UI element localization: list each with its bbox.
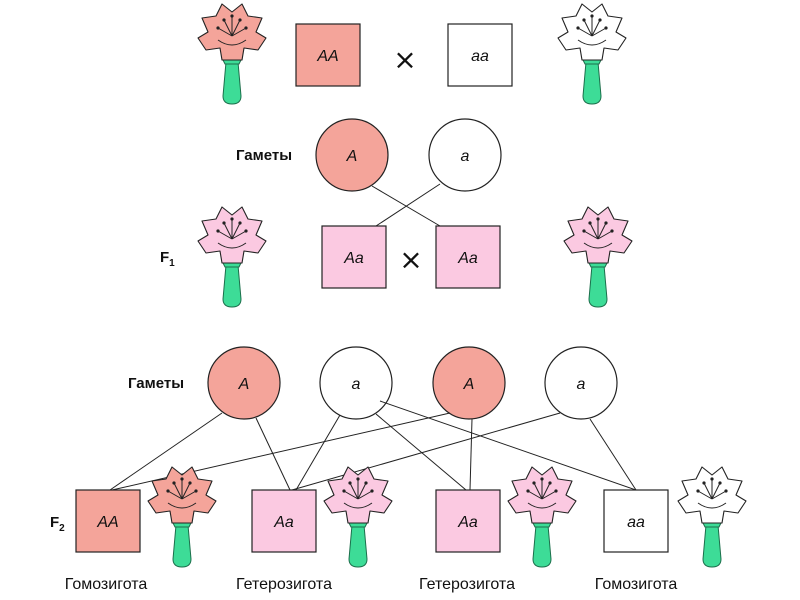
gamete-f1-4 (544, 346, 618, 420)
fertilization-line (109, 412, 223, 491)
fertilization-line (111, 412, 451, 491)
f2-genotype-1: AA (96, 514, 118, 531)
gamete-f1-3 (432, 346, 506, 420)
gametes-label-f1: Гаметы (128, 375, 184, 392)
f2-pink-flower-icon-2 (507, 466, 577, 568)
gamete-f1-2-label: a (352, 376, 361, 393)
fertilization-line (291, 412, 561, 491)
parent-right-genotype: aa (471, 48, 489, 65)
fertilization-line (295, 414, 341, 491)
f2-white-flower-icon (677, 466, 747, 568)
fertilization-line (379, 400, 637, 491)
f1-genotype-1: Aa (343, 250, 364, 267)
fertilization-line (469, 418, 473, 491)
fertilization-line (589, 418, 637, 491)
cross-symbol: × (393, 43, 416, 76)
gamete-p-dominant (315, 118, 389, 192)
f2-label: F2 (50, 514, 65, 534)
f2-box-4 (603, 489, 669, 553)
f1-left-pink-flower-icon (197, 206, 267, 308)
f2-box-2 (251, 489, 317, 553)
gamete-f1-1 (207, 346, 281, 420)
parent-white-flower-icon (557, 3, 627, 105)
parent-aa-recessive-box (447, 23, 513, 87)
gamete-f1-2 (319, 346, 393, 420)
f2-genotype-2: Aa (273, 514, 294, 531)
f2-caption-4: Гомозигота (595, 576, 678, 593)
gamete-p-recessive (428, 118, 502, 192)
f1-right-pink-flower-icon (563, 206, 633, 308)
f2-caption-3: Гетерозигота (419, 576, 515, 593)
f2-red-flower-icon (147, 466, 217, 568)
f2-box-1 (75, 489, 141, 553)
fertilization-line (375, 183, 441, 227)
f1-box-2 (435, 225, 501, 289)
gamete-f1-4-label: a (577, 376, 586, 393)
parent-aa-dominant-box (295, 23, 361, 87)
parent-red-flower-icon (197, 3, 267, 105)
gamete-f1-1-label: A (238, 376, 250, 393)
gametes-label-p: Гаметы (236, 147, 292, 164)
fertilization-line (375, 413, 467, 491)
f2-caption-1: Гомозигота (65, 576, 148, 593)
cross-symbol-f1: × (399, 243, 422, 276)
f1-genotype-2: Aa (457, 250, 478, 267)
f1-box-1 (321, 225, 387, 289)
f2-genotype-4: aa (627, 514, 645, 531)
fertilization-line (255, 417, 291, 491)
f2-caption-2: Гетерозигота (236, 576, 332, 593)
gamete-p-recessive-label: a (461, 148, 470, 165)
f2-pink-flower-icon-1 (323, 466, 393, 568)
f1-label: F1 (160, 249, 175, 269)
f2-box-3 (435, 489, 501, 553)
f2-genotype-3: Aa (457, 514, 478, 531)
gamete-p-dominant-label: A (346, 148, 358, 165)
parent-left-genotype: AA (316, 48, 338, 65)
gamete-f1-3-label: A (463, 376, 475, 393)
